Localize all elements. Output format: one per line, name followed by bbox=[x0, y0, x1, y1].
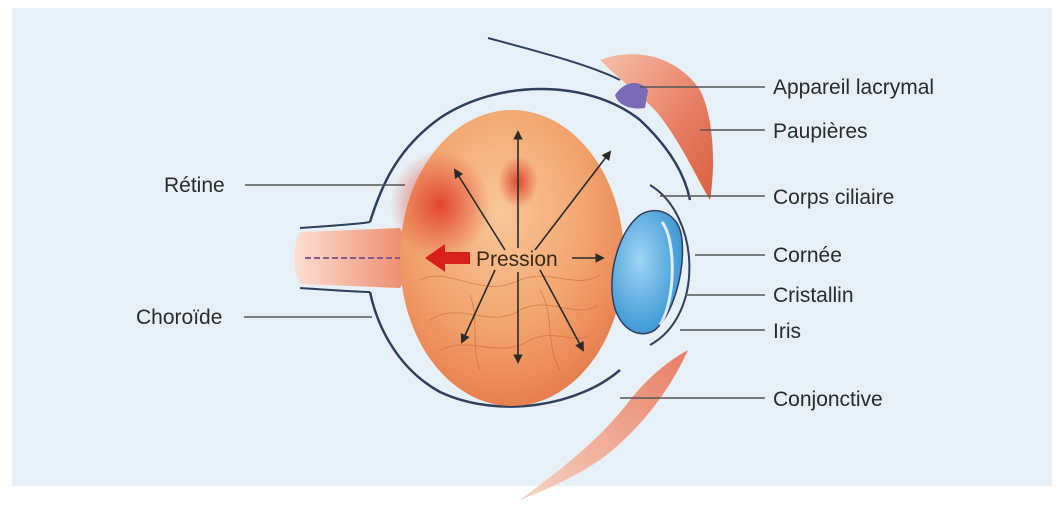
center-label: Pression bbox=[476, 248, 558, 271]
label-iris: Iris bbox=[773, 320, 801, 343]
label-cornee: Cornée bbox=[773, 244, 842, 267]
label-corps-ciliaire: Corps ciliaire bbox=[773, 186, 894, 209]
label-choroide: Choroïde bbox=[136, 306, 222, 329]
label-paupieres: Paupières bbox=[773, 120, 868, 143]
label-conjonctive: Conjonctive bbox=[773, 388, 883, 411]
label-retine: Rétine bbox=[164, 174, 225, 197]
retina-spot bbox=[390, 150, 490, 260]
label-appareil-lacrymal: Appareil lacrymal bbox=[773, 76, 934, 99]
label-cristallin: Cristallin bbox=[773, 284, 854, 307]
